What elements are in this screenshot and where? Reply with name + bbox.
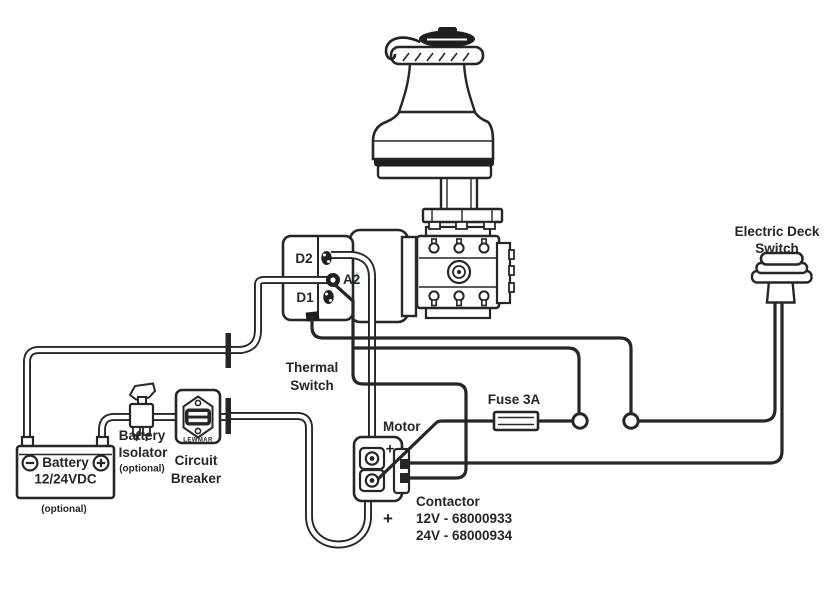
battery-voltage: 12/24VDC [34, 472, 97, 487]
fuse-body [492, 410, 540, 432]
battery-optional-note: (optional) [41, 504, 87, 515]
fuse-body-lines [498, 416, 534, 426]
battery-positive-cable [98, 412, 372, 549]
wire-thermal-to-switch-pole [310, 316, 633, 413]
breaker-slot [188, 412, 208, 416]
contactor-coil-spade-bottom [400, 473, 408, 483]
winch-flange-tooth [455, 221, 468, 230]
circle-plus-icon [92, 454, 110, 472]
thermal-switch-label-line1: Thermal [286, 360, 339, 375]
circle-minus-icon [21, 454, 39, 472]
electric-deck-switch [750, 251, 813, 304]
contactor-part-12v: 12V - 68000933 [416, 511, 513, 526]
contactor-to-motor-cable [331, 251, 376, 440]
winch-motor-assembly [348, 27, 515, 324]
winch-stem-lines [446, 177, 472, 210]
control-wires [310, 282, 784, 481]
winch-cap-hatch [402, 52, 470, 62]
gearbox-seams [419, 257, 497, 288]
breaker-cover [185, 408, 211, 426]
winch-handle-hook [384, 36, 421, 61]
breaker-label-line1: Circuit [175, 453, 218, 468]
wire-a2-to-switch-pole [353, 346, 581, 413]
deck-switch-neck [765, 279, 796, 304]
battery: Battery 12/24VDC (optional) [15, 435, 116, 515]
switch-pole-left [571, 412, 589, 430]
contactor-stud-top-center [369, 456, 375, 461]
gearbox-nub [508, 249, 515, 260]
winch-base-cylinder [376, 163, 493, 180]
wire-a2-to-coil [332, 282, 468, 480]
wire-stud-to-fuse [376, 419, 572, 481]
isolator-label-line1: Battery [119, 428, 166, 443]
terminal-a2-label: A2 [343, 272, 360, 287]
cable-break-mark [225, 398, 231, 434]
gearbox-nub [508, 265, 515, 276]
terminal-d2-bolt [321, 251, 332, 265]
contactor-plus-bottom: + [383, 509, 393, 528]
deck-switch-label-line1: Electric Deck [735, 224, 820, 239]
contactor-part-24v: 24V - 68000934 [416, 528, 513, 543]
fuse [492, 410, 540, 432]
gearbox-shaft-center [457, 270, 461, 274]
winch-flange-tooth [483, 221, 496, 230]
fuse-label: Fuse 3A [488, 392, 541, 407]
wire-coil-to-deck-switch [405, 300, 784, 465]
terminal-d1-label: D1 [296, 290, 314, 305]
contactor-coil-spade-top [400, 459, 408, 469]
terminal-a2-bolt [326, 273, 340, 287]
isolator-terminal-pins [135, 435, 148, 441]
isolator-body [128, 402, 155, 429]
breaker-slot [188, 418, 208, 423]
breaker-screw-top [194, 399, 202, 407]
wire-pole-to-deck-switch [639, 300, 777, 423]
winch-drum [371, 109, 495, 161]
battery-body [15, 444, 116, 500]
winch-flange-ticks [431, 209, 493, 222]
battery-negative-cable [23, 276, 280, 445]
circuit-breaker: LEWMAR Circuit Breaker [171, 388, 222, 486]
isolator-key-handle [128, 382, 157, 401]
motor-end-ring [400, 235, 418, 318]
contactor-plus-top: + [386, 441, 395, 458]
terminal-d2-label: D2 [295, 251, 312, 266]
battery-title: Battery [42, 455, 89, 470]
terminal-d1-bolt [323, 290, 334, 304]
contactor: + + [352, 435, 411, 528]
breaker-label-line2: Breaker [171, 471, 222, 486]
switch-pole-right [622, 412, 640, 430]
contactor-stud-bottom-center [369, 478, 375, 483]
breaker-brand: LEWMAR [183, 438, 213, 444]
isolator-label-line2: Isolator [119, 445, 169, 460]
gearbox-bolts [428, 238, 490, 307]
gearbox-nub [508, 282, 515, 293]
motor-cable-label: Motor [383, 419, 421, 434]
deck-switch-cap [759, 251, 804, 266]
gearbox-end-cap [495, 241, 512, 305]
contactor-label: Contactor [416, 494, 480, 509]
winch-top-tab [438, 27, 457, 34]
isolator-optional-note: (optional) [119, 464, 165, 475]
battery-isolator: Battery Isolator (optional) [119, 382, 169, 475]
thermal-switch-label-line2: Switch [290, 378, 334, 393]
winch-self-tailing-cap [389, 45, 485, 66]
winch-flange-tooth [428, 221, 441, 230]
cursor-artifact [356, 272, 359, 282]
winch-neck [397, 61, 477, 114]
breaker-screw-bottom [194, 427, 202, 435]
deck-switch-label-line2: Switch [755, 241, 799, 256]
cable-break-mark [225, 333, 231, 368]
